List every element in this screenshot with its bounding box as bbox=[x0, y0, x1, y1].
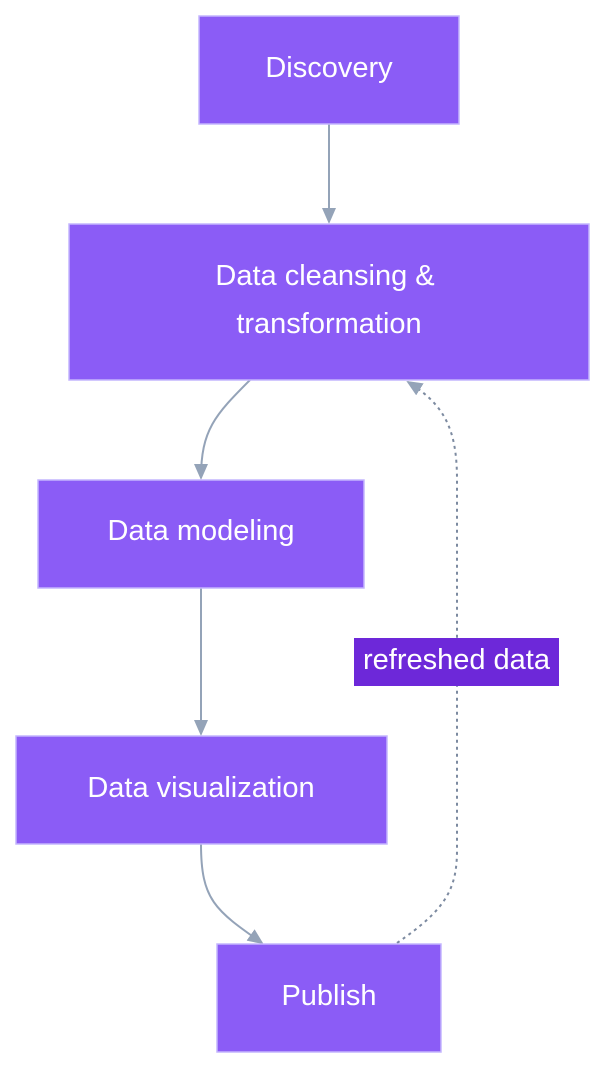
node-data-cleansing-label-line1: Data cleansing & bbox=[215, 260, 434, 292]
node-data-visualization[interactable]: Data visualization bbox=[15, 735, 388, 845]
node-data-visualization-label: Data visualization bbox=[87, 772, 314, 804]
edge-label-text: refreshed data bbox=[363, 644, 551, 676]
edge-visualization-to-publish bbox=[200, 843, 264, 945]
node-publish-label: Publish bbox=[281, 980, 376, 1012]
node-data-modeling-label: Data modeling bbox=[108, 515, 295, 547]
node-discovery-label: Discovery bbox=[265, 52, 393, 84]
node-data-cleansing[interactable]: Data cleansing & transformation bbox=[68, 223, 590, 381]
edge-label-refreshed-data: refreshed data bbox=[354, 638, 559, 686]
node-data-cleansing-label-line2: transformation bbox=[236, 308, 421, 340]
node-data-modeling[interactable]: Data modeling bbox=[37, 479, 365, 589]
node-publish[interactable]: Publish bbox=[216, 943, 442, 1053]
node-discovery[interactable]: Discovery bbox=[198, 15, 460, 125]
edge-cleansing-to-modeling bbox=[194, 379, 251, 480]
